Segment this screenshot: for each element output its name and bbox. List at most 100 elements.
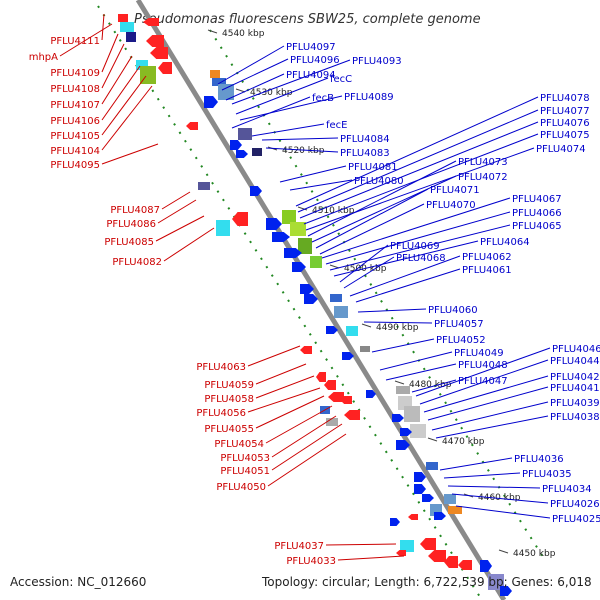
forward-gene-label: PFLU4048: [458, 360, 508, 371]
reverse-leader-line: [271, 415, 337, 458]
reverse-gene-arrow: [420, 538, 436, 550]
forward-leader-line: [295, 96, 539, 207]
forward-gene-arrow: [414, 472, 426, 482]
forward-gene-label: PFLU4026: [550, 499, 600, 510]
forward-gene-label: PFLU4067: [512, 194, 562, 205]
forward-gene-label: PFLU4066: [512, 208, 562, 219]
forward-leader-line: [363, 321, 433, 324]
gene-block: [216, 220, 230, 236]
forward-gene-arrow: [414, 484, 426, 494]
reverse-gene-label: PFLU4105: [50, 131, 100, 142]
gene-block: [126, 32, 136, 42]
forward-gene-arrow: [250, 186, 262, 196]
forward-leader-line: [239, 95, 343, 121]
reverse-leader-line: [155, 215, 205, 242]
forward-gene-label: PFLU4038: [550, 412, 600, 423]
forward-leader-line: [415, 347, 551, 397]
forward-gene-arrow: [390, 518, 400, 526]
reverse-gene-arrow: [146, 35, 164, 47]
forward-leader-line: [385, 363, 457, 381]
reverse-leader-line: [59, 23, 113, 57]
reverse-gene-arrow: [232, 212, 248, 226]
kbp-tick-label: 4480 kbp: [409, 380, 452, 390]
forward-leader-line: [231, 59, 351, 105]
forward-gene-label: fecB: [312, 93, 334, 104]
reverse-gene-label: PFLU4056: [196, 408, 246, 419]
reverse-gene-label: PFLU4111: [50, 36, 100, 47]
gene-block: [136, 60, 148, 70]
gene-block: [410, 424, 426, 438]
gene-block: [404, 406, 420, 422]
reverse-leader-line: [101, 75, 147, 136]
gene-block: [290, 222, 306, 236]
accession-text: Accession: NC_012660: [10, 575, 146, 589]
forward-leader-line: [443, 472, 521, 479]
reverse-gene-arrow: [408, 514, 418, 520]
forward-leader-line: [217, 45, 285, 85]
leader-line-layer: [59, 13, 551, 561]
forward-gene-label: PFLU4047: [458, 376, 508, 387]
kbp-tick-mark: [329, 264, 340, 269]
kbp-tick-label: 4530 kbp: [250, 88, 293, 98]
forward-gene-label: PFLU4073: [458, 157, 508, 168]
reverse-gene-arrow: [324, 380, 336, 390]
forward-gene-arrow: [292, 262, 306, 272]
reverse-gene-label: PFLU4082: [112, 257, 162, 268]
kbp-tick-mark: [361, 323, 372, 328]
forward-gene-label: PFLU4035: [522, 469, 572, 480]
gene-block: [448, 506, 462, 514]
forward-gene-arrow: [400, 428, 412, 436]
gene-block: [120, 22, 134, 32]
reverse-gene-label: PFLU4063: [196, 362, 246, 373]
reverse-gene-arrow: [316, 372, 326, 382]
gene-block: [396, 386, 410, 394]
forward-leader-line: [297, 109, 539, 213]
reverse-leader-line: [337, 555, 405, 561]
forward-leader-line: [235, 77, 329, 115]
gene-label-layer: PFLU4111mhpAPFLU4109PFLU4108PFLU4107PFLU…: [29, 36, 600, 567]
forward-gene-label: PFLU4072: [458, 172, 508, 183]
forward-gene-label: PFLU4057: [434, 319, 484, 330]
reverse-gene-label: mhpA: [29, 52, 58, 63]
reverse-leader-line: [101, 65, 141, 121]
forward-gene-label: PFLU4046: [552, 344, 600, 355]
forward-leader-line: [435, 415, 549, 439]
reverse-leader-line: [255, 395, 325, 429]
forward-gene-label: PFLU4071: [430, 185, 480, 196]
reverse-gene-arrow: [428, 550, 446, 562]
forward-gene-arrow: [422, 494, 434, 502]
forward-gene-label: PFLU4076: [540, 118, 590, 129]
gene-block: [298, 238, 312, 254]
forward-leader-line: [279, 165, 347, 183]
forward-gene-label: PFLU4036: [514, 454, 564, 465]
gene-block: [330, 294, 342, 302]
reverse-gene-label: PFLU4107: [50, 100, 100, 111]
forward-gene-arrow: [304, 294, 318, 304]
reverse-gene-arrow: [300, 346, 312, 354]
forward-gene-arrow: [500, 586, 512, 596]
forward-gene-label: PFLU4039: [550, 398, 600, 409]
reverse-gene-arrow: [328, 392, 344, 402]
topology-text: Topology: circular; Length: 6,722,539 bp…: [261, 575, 592, 589]
forward-leader-line: [431, 401, 549, 431]
reverse-gene-label: PFLU4054: [214, 439, 264, 450]
forward-gene-label: PFLU4077: [540, 106, 590, 117]
reverse-gene-label: PFLU4050: [216, 482, 266, 493]
gene-block: [444, 494, 456, 504]
forward-leader-line: [311, 175, 457, 243]
forward-leader-line: [315, 188, 429, 249]
forward-leader-line: [451, 493, 549, 504]
reverse-gene-arrow: [158, 62, 172, 74]
reverse-leader-line: [325, 543, 397, 546]
forward-leader-line: [305, 147, 535, 231]
forward-gene-label: PFLU4069: [390, 241, 440, 252]
gene-block: [282, 210, 296, 224]
reverse-gene-label: PFLU4059: [204, 380, 254, 391]
forward-gene-arrow: [236, 150, 248, 158]
forward-gene-arrow: [366, 390, 376, 398]
reverse-gene-label: PFLU4058: [204, 394, 254, 405]
forward-gene-label: PFLU4094: [286, 70, 336, 81]
reverse-gene-label: PFLU4109: [50, 68, 100, 79]
forward-gene-arrow: [272, 232, 290, 242]
reverse-leader-line: [255, 363, 307, 385]
